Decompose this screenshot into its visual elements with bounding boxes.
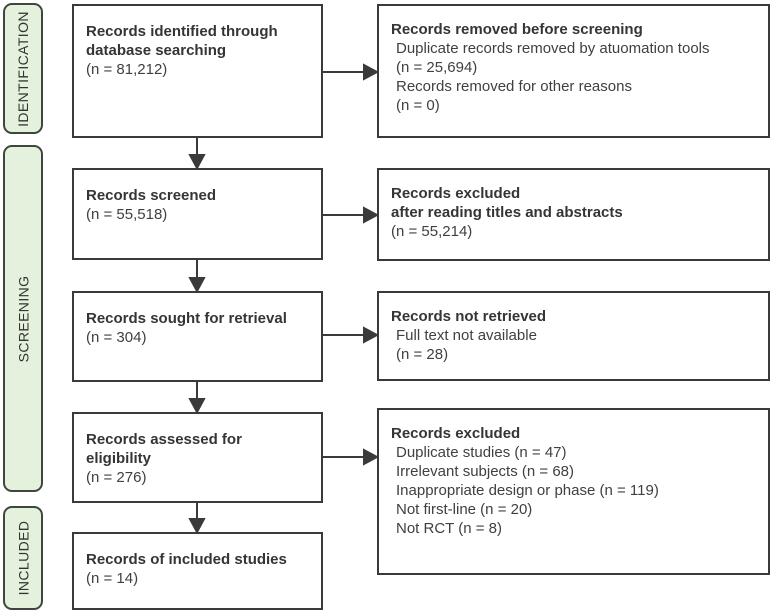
box-reason-line: Duplicate studies (n = 47)	[396, 444, 567, 461]
box-title-line: Records removed before screening	[391, 21, 643, 38]
box-records-excluded-eligibility: Records excluded Duplicate studies (n = …	[377, 408, 770, 575]
arrowhead-identified-to-screened	[188, 154, 206, 171]
box-title-line: Records assessed for	[86, 431, 242, 448]
box-records-included: Records of included studies (n = 14)	[72, 532, 323, 610]
box-count-line: (n = 55,518)	[86, 206, 168, 223]
box-title-line: Records identified through	[86, 23, 278, 40]
arrowhead-screened-to-sought	[188, 277, 206, 294]
box-title-line: Records excluded	[391, 425, 521, 442]
box-title-line: Records not retrieved	[391, 308, 547, 325]
arrowhead-assessed-to-included	[188, 518, 206, 535]
box-records-screened: Records screened (n = 55,518)	[72, 168, 323, 260]
box-count-line: (n = 81,212)	[86, 61, 168, 78]
box-reason-line: Not RCT (n = 8)	[396, 520, 503, 537]
stage-label-identification: IDENTIFICATION	[3, 3, 43, 134]
arrowhead-sought-to-notretrieved	[363, 326, 380, 344]
stage-label-included: INCLUDED	[3, 506, 43, 610]
box-count-line: (n = 304)	[86, 329, 147, 346]
stage-label-text: INCLUDED	[15, 520, 32, 596]
box-records-not-retrieved: Records not retrieved Full text not avai…	[377, 291, 770, 381]
box-reason-line: Irrelevant subjects (n = 68)	[396, 463, 575, 480]
box-reason-line: Inappropriate design or phase (n = 119)	[396, 482, 659, 499]
box-title-line: Records sought for retrieval	[86, 310, 287, 327]
box-title-line: database searching	[86, 42, 227, 59]
arrowhead-screened-to-excluded	[363, 206, 380, 224]
box-reason-line: Records removed for other reasons	[396, 78, 632, 95]
box-records-removed-before-screening: Records removed before screening Duplica…	[377, 4, 770, 138]
box-records-sought: Records sought for retrieval (n = 304)	[72, 291, 323, 382]
box-records-excluded-titles-abstracts: Records excluded after reading titles an…	[377, 168, 770, 261]
box-title-line: Records excluded	[391, 185, 521, 202]
arrowhead-sought-to-assessed	[188, 398, 206, 415]
box-count-line: (n = 276)	[86, 469, 147, 486]
box-reason-line: Full text not available	[396, 327, 537, 344]
box-count-line: (n = 28)	[396, 346, 449, 363]
arrowhead-identified-to-removed	[363, 63, 380, 81]
box-count-line: (n = 55,214)	[391, 223, 473, 240]
box-reason-line: Not first-line (n = 20)	[396, 501, 533, 518]
stage-label-text: SCREENING	[15, 275, 31, 362]
stage-label-text: IDENTIFICATION	[15, 10, 32, 127]
arrowhead-assessed-to-excluded	[363, 448, 380, 466]
box-title-line: eligibility	[86, 450, 152, 467]
box-records-identified: Records identified through database sear…	[72, 4, 323, 138]
box-records-assessed: Records assessed for eligibility (n = 27…	[72, 412, 323, 503]
box-title-line: Records of included studies	[86, 551, 287, 568]
box-reason-line: Duplicate records removed by atuomation …	[396, 40, 710, 57]
box-count-line: (n = 0)	[396, 97, 440, 114]
stage-label-screening: SCREENING	[3, 145, 43, 492]
box-title-line: after reading titles and abstracts	[391, 204, 623, 221]
box-count-line: (n = 14)	[86, 570, 139, 587]
box-count-line: (n = 25,694)	[396, 59, 478, 76]
box-title-line: Records screened	[86, 187, 217, 204]
